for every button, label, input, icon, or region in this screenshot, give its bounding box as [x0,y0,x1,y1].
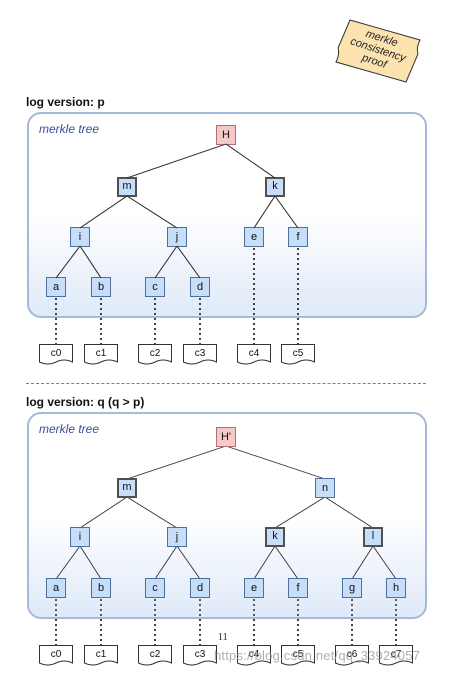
node-j: j [167,527,187,547]
watermark: https://blog.csdn.net/qq_33924057 [214,648,421,663]
leaf-label: c5 [292,649,304,660]
leaf-c2: c2 [138,344,172,366]
node-h: h [386,578,406,598]
node-g: g [342,578,362,598]
leaf-c0: c0 [39,344,73,366]
leaf-c2: c2 [138,645,172,667]
node-d: d [190,578,210,598]
node-m: m [117,478,137,498]
leaf-label: c7 [390,649,402,660]
note-shape [335,19,421,83]
node-d: d [190,277,210,297]
panel-label: merkle tree [39,422,100,436]
leaf-c3: c3 [183,645,217,667]
node-k: k [265,527,285,547]
section-title-p: log version: p [26,95,105,109]
leaf-label: c4 [248,649,260,660]
leaf-label: c1 [95,649,107,660]
leaf-c0: c0 [39,645,73,667]
leaf-label: c3 [194,649,206,660]
node-e: e [244,578,264,598]
leaf-c6: c6 [335,645,369,667]
leaf-c3: c3 [183,344,217,366]
leaf-c4: c4 [237,344,271,366]
merkle-consistency-proof-note: merkle consistency proof [332,18,424,84]
leaf-c5: c5 [281,645,315,667]
leaf-label: c2 [149,348,161,359]
node-c: c [145,277,165,297]
leaf-label: c4 [248,348,260,359]
section-divider [26,383,426,384]
leaf-c7: c7 [379,645,413,667]
leaf-c1: c1 [84,344,118,366]
leaf-label: c2 [149,649,161,660]
section-title-q: log version: q (q > p) [26,395,145,409]
leaf-c4: c4 [237,645,271,667]
node-a: a [46,578,66,598]
leaf-label: c0 [50,649,62,660]
leaf-c1: c1 [84,645,118,667]
leaf-label: c6 [346,649,358,660]
leaf-label: c0 [50,348,62,359]
panel-label: merkle tree [39,122,100,136]
root-node-H-prime: H' [216,427,236,447]
leaf-label: c3 [194,348,206,359]
node-i: i [70,527,90,547]
node-c: c [145,578,165,598]
leaf-label: c5 [292,348,304,359]
leaf-c5: c5 [281,344,315,366]
node-n: n [315,478,335,498]
node-b: b [91,578,111,598]
node-f: f [288,578,308,598]
leaf-label: c1 [95,348,107,359]
node-l: l [363,527,383,547]
page-number: 11 [218,632,228,643]
